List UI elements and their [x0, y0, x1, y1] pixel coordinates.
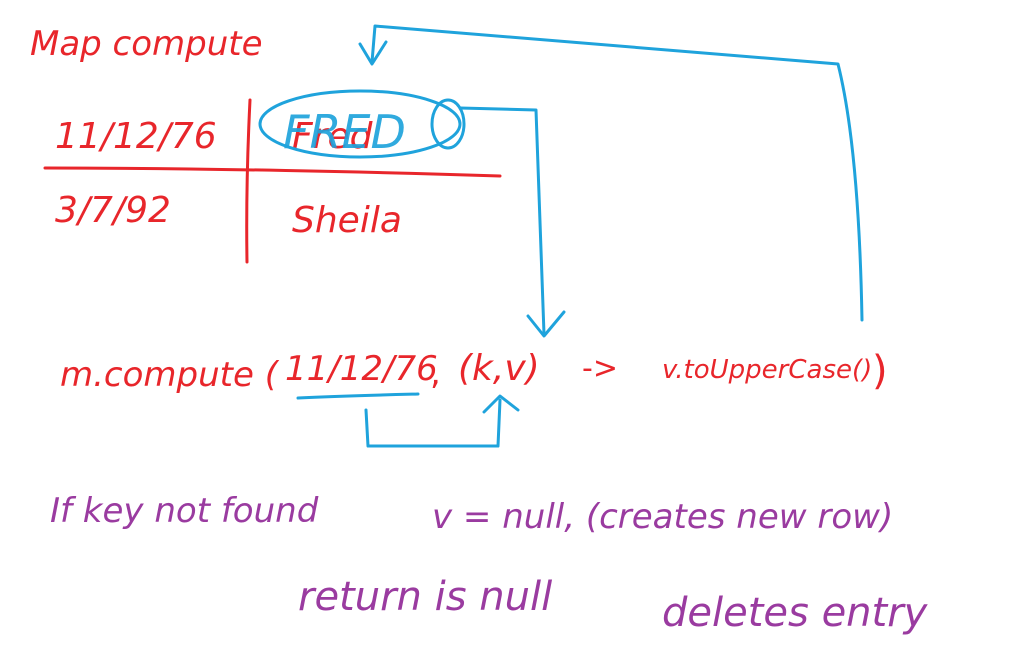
- key-to-lambda-arrow: [364, 398, 502, 448]
- diagram-title: Map compute: [30, 24, 263, 64]
- note-key-not-found: If key not found: [50, 491, 319, 531]
- note-deletes-entry: deletes entry: [662, 590, 929, 636]
- table-row-1-value: Fred: [292, 116, 374, 157]
- code-key-arg: 11/12/76: [285, 349, 438, 389]
- fred-circle-tail: [430, 98, 466, 150]
- code-close: ): [872, 348, 888, 394]
- key-to-lambda-arrow-head: [482, 394, 520, 414]
- fred-circle: [258, 89, 462, 159]
- arrow-to-lambda-v-head: [526, 310, 566, 338]
- code-body: v.toUpperCase(): [662, 355, 872, 385]
- result-back-arrow-head: [358, 40, 388, 66]
- code-lambda-params: (k,v): [458, 348, 540, 389]
- code-prefix: m.compute (: [60, 355, 280, 395]
- note-v-null: v = null, (creates new row): [432, 497, 893, 537]
- table-horizontal-divider: [43, 166, 502, 178]
- table-row-1-key: 11/12/76: [55, 116, 217, 157]
- result-back-arrow: [370, 24, 864, 322]
- note-return-null: return is null: [298, 574, 552, 620]
- blue-annotations: [258, 24, 864, 448]
- table-row-2-key: 3/7/92: [55, 190, 171, 231]
- key-underline: [296, 392, 420, 400]
- table-row-2-value: Sheila: [292, 200, 402, 241]
- map-table: [43, 98, 502, 264]
- table-vertical-divider: [245, 98, 252, 264]
- code-arrow: ->: [582, 351, 618, 386]
- code-comma: ,: [430, 353, 441, 393]
- arrow-to-lambda-v: [458, 106, 546, 336]
